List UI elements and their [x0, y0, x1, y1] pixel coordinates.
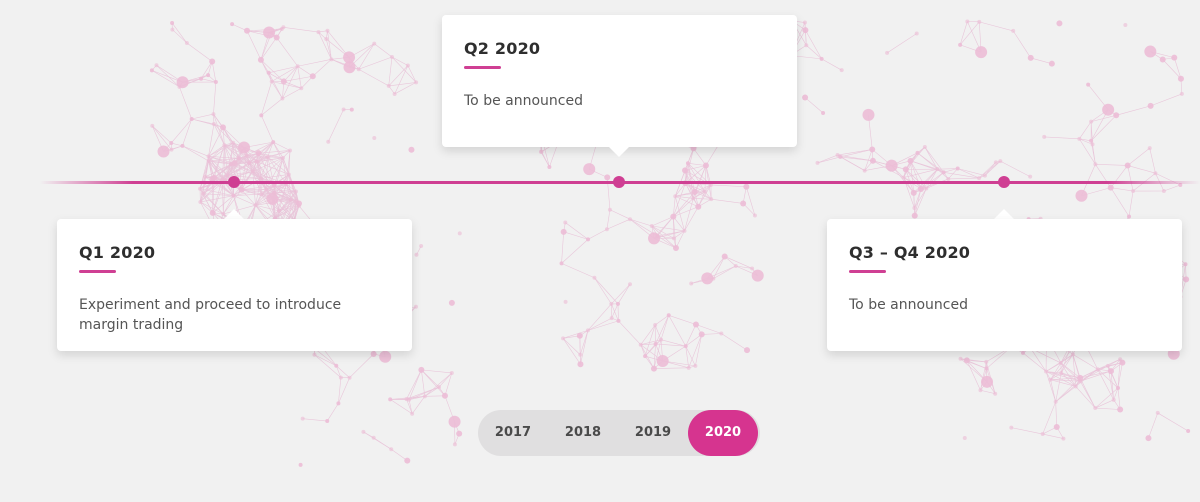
title-underline [464, 66, 501, 69]
year-switch: 2017 2018 2019 2020 [478, 410, 760, 456]
year-button-2017[interactable]: 2017 [494, 425, 532, 440]
timeline-node-q1[interactable] [228, 176, 240, 188]
milestone-title: Q2 2020 [464, 39, 541, 58]
milestone-card-q3-q4: Q3 – Q4 2020 To be announced [827, 219, 1182, 351]
milestone-description: Experiment and proceed to introduce marg… [79, 297, 342, 333]
card-pointer [994, 209, 1014, 219]
milestone-card-q2: Q2 2020 To be announced [442, 15, 797, 147]
milestone-description: To be announced [849, 297, 968, 313]
year-button-2020[interactable]: 2020 [688, 410, 758, 456]
year-button-2018[interactable]: 2018 [564, 425, 602, 440]
milestone-card-q1: Q1 2020 Experiment and proceed to introd… [57, 219, 412, 351]
title-underline [849, 270, 886, 273]
year-button-2019[interactable]: 2019 [634, 425, 672, 440]
card-pointer [224, 209, 244, 219]
card-pointer [609, 147, 629, 157]
timeline-node-q2[interactable] [613, 176, 625, 188]
milestone-title: Q1 2020 [79, 243, 156, 262]
timeline-node-q3-q4[interactable] [998, 176, 1010, 188]
milestone-description: To be announced [464, 93, 583, 109]
title-underline [79, 270, 116, 273]
milestone-title: Q3 – Q4 2020 [849, 243, 971, 262]
